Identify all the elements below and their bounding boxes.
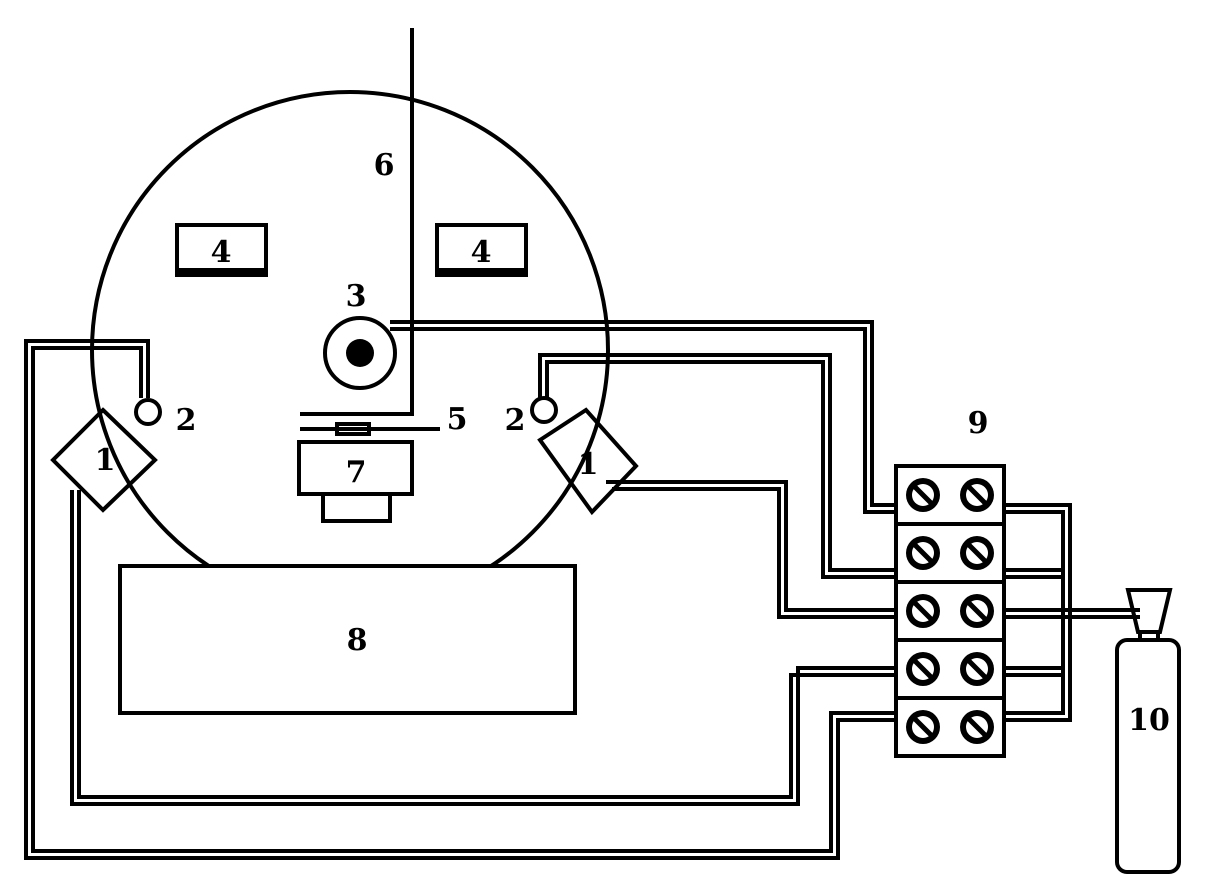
label-base: 8 (347, 623, 368, 658)
heater (297, 440, 414, 523)
valve-knob-icon (906, 594, 940, 628)
valve-block (894, 464, 1006, 758)
label-valve-block: 9 (968, 406, 989, 441)
label-gas-cylinder: 10 (1128, 703, 1170, 738)
source-core-icon (346, 339, 374, 367)
label-source: 3 (346, 279, 367, 314)
valve-knob-icon (960, 594, 994, 628)
sensor-left (134, 398, 162, 426)
source (323, 316, 397, 390)
valve-knob-icon (960, 652, 994, 686)
label-inlet-right: 1 (578, 447, 599, 482)
label-window-right: 4 (471, 235, 492, 270)
inlet-right: 1 (537, 407, 639, 516)
window-left: 4 (175, 223, 268, 277)
window-right: 4 (435, 223, 528, 277)
valve-knob-icon (960, 710, 994, 744)
sensor-right (530, 396, 558, 424)
label-rod: 6 (374, 148, 395, 183)
label-sample: 5 (447, 402, 468, 437)
gas-cylinder (1115, 588, 1181, 874)
label-heater: 7 (346, 455, 367, 490)
label-sensor-left: 2 (176, 403, 197, 438)
label-inlet-left: 1 (95, 443, 116, 478)
gas-lines (24, 320, 1140, 860)
valve-knob-icon (960, 478, 994, 512)
valve-knob-icon (906, 710, 940, 744)
manipulator-rod (300, 28, 414, 416)
valve-knob-icon (960, 536, 994, 570)
valve-knob-icon (906, 478, 940, 512)
label-window-left: 4 (211, 235, 232, 270)
cylinder-valve-icon (1125, 588, 1173, 634)
valve-knob-icon (906, 652, 940, 686)
inlet-left: 1 (50, 407, 158, 513)
base-block (118, 564, 577, 715)
label-sensor-right: 2 (505, 403, 526, 438)
valve-knob-icon (906, 536, 940, 570)
